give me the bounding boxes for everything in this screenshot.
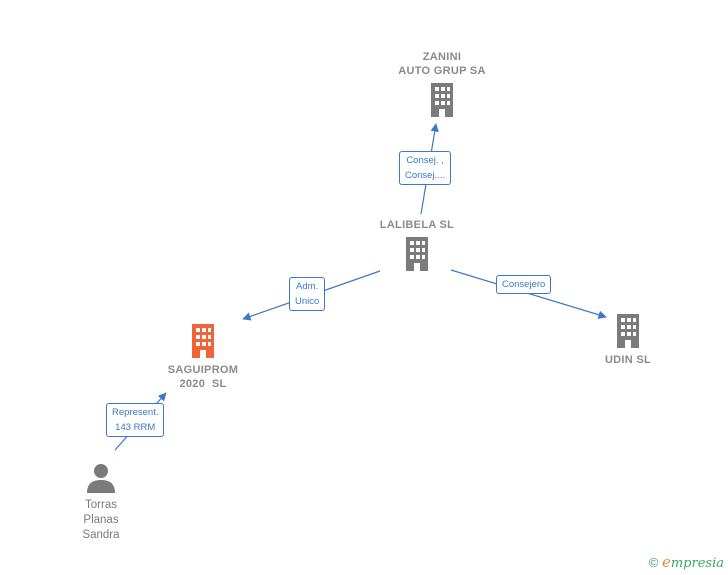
relation-represent-line-1: Represent. xyxy=(112,407,159,418)
node-udin-label: UDIN SL xyxy=(604,354,652,366)
person-icon xyxy=(87,464,115,493)
relation-label-represent[interactable]: Represent. 143 RRM xyxy=(106,403,165,437)
relation-label-consej[interactable]: Consej. , Consej.... xyxy=(399,151,452,185)
relation-consej-line-1: Consej. , xyxy=(406,155,444,166)
person-name-line-2: Planas xyxy=(83,514,119,526)
brand-letter-e: e xyxy=(661,553,671,571)
node-udin[interactable]: UDIN SL xyxy=(588,313,668,367)
node-lalibela-label: LALIBELA SL xyxy=(379,219,455,231)
relation-label-adm-unico[interactable]: Adm. Unico xyxy=(289,277,326,311)
node-zanini-label-1: ZANINI xyxy=(422,51,462,63)
building-icon xyxy=(617,314,639,348)
node-saguiprom-label-1: SAGUIPROM xyxy=(167,364,239,376)
person-name-line-3: Sandra xyxy=(82,529,120,541)
empresia-logo: © empresia xyxy=(649,553,724,571)
relation-adm-line-2: Unico xyxy=(295,296,320,307)
relation-represent-line-2: 143 RRM xyxy=(115,422,156,433)
node-saguiprom-label-2: 2020 SL xyxy=(179,378,227,390)
node-zanini-label-2: AUTO GRUP SA xyxy=(398,65,486,77)
node-zanini-auto-grup[interactable]: ZANINI AUTO GRUP SA xyxy=(382,50,502,117)
building-icon xyxy=(431,83,453,117)
node-person-torras-planas-sandra[interactable]: Torras Planas Sandra xyxy=(66,462,136,543)
relation-consejero-line-1: Consejero xyxy=(502,279,546,290)
person-name-line-1: Torras xyxy=(85,499,117,511)
building-icon xyxy=(406,237,428,271)
copyright-symbol: © xyxy=(648,555,659,570)
relation-adm-line-1: Adm. xyxy=(296,281,319,292)
relation-label-consejero[interactable]: Consejero xyxy=(496,275,552,294)
node-saguiprom[interactable]: SAGUIPROM 2020 SL xyxy=(143,323,263,391)
brand-name-rest: mpresia xyxy=(670,556,724,571)
relation-consej-line-2: Consej.... xyxy=(405,170,446,181)
node-lalibela[interactable]: LALIBELA SL xyxy=(367,218,467,272)
building-icon xyxy=(192,324,214,358)
